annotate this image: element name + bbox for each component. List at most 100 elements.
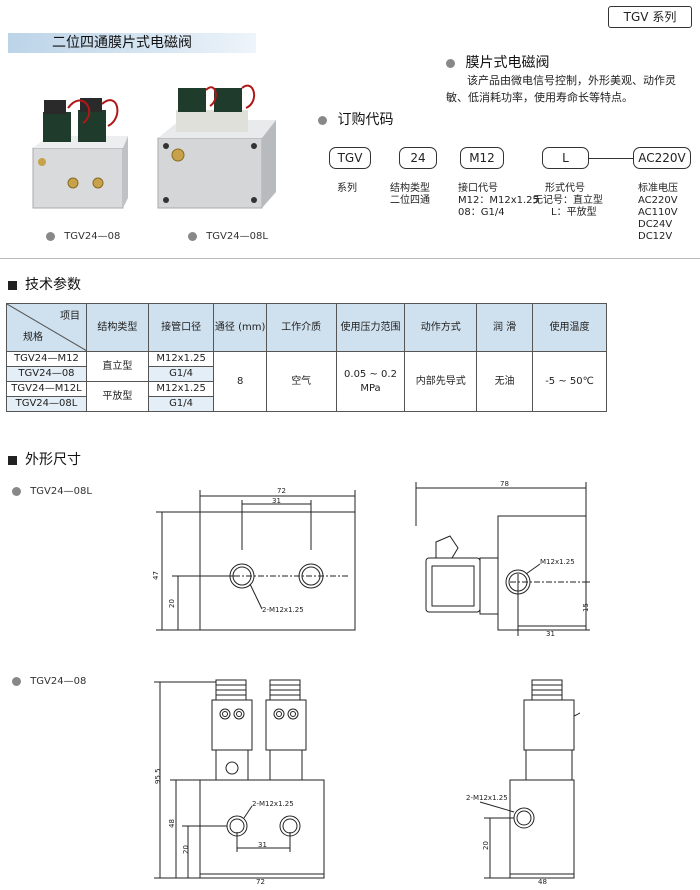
desc-line: 标准电压 xyxy=(638,183,678,194)
bullet-dot-icon xyxy=(318,115,327,125)
diagonal-line xyxy=(7,304,87,351)
dim-width: 48 xyxy=(538,878,547,886)
dim-label-08l: TGV24—08L xyxy=(12,486,92,497)
dim-port-label: M12x1.25 xyxy=(540,558,575,566)
table-row: TGV24—08L G1/4 xyxy=(6,396,607,412)
dim-width: 72 xyxy=(256,878,265,886)
corner-cell: 项目 规格 xyxy=(6,303,87,352)
desc-line: DC24V xyxy=(638,219,673,230)
tech-heading-text: 技术参数 xyxy=(25,277,81,293)
code-desc-voltage: 标准电压 AC220V AC110V DC24V DC12V xyxy=(638,183,678,243)
dim-port-label: 2-M12x1.25 xyxy=(262,606,304,614)
dim-port-height: 15 xyxy=(582,603,590,612)
dim-port-label: 2-M12x1.25 xyxy=(466,794,508,802)
dim-width: 72 xyxy=(277,487,286,495)
pressure-cell: 0.05 ~ 0.2 MPa xyxy=(335,351,406,412)
desc-line: M12：M12x1.25 xyxy=(458,195,539,206)
dim-hole-spacing: 31 xyxy=(258,841,267,849)
model-cell: TGV24—M12L xyxy=(6,381,87,397)
dim-hole-spacing: 31 xyxy=(272,497,281,505)
connector-line xyxy=(588,158,633,159)
code-desc-form: 形式代号 无记号：直立型 L：平放型 xyxy=(533,183,603,219)
code-desc-port: 接口代号 M12：M12x1.25 08：G1/4 xyxy=(458,183,539,219)
intro-heading-text: 膜片式电磁阀 xyxy=(465,55,550,71)
bullet-dot-icon xyxy=(12,486,21,496)
bullet-dot-icon xyxy=(46,231,55,241)
square-bullet-icon xyxy=(8,280,17,290)
photo-caption-1: TGV24—08 xyxy=(46,231,120,242)
port-cell: M12x1.25 xyxy=(147,351,215,367)
port-cell: M12x1.25 xyxy=(147,381,215,397)
bullet-dot-icon xyxy=(188,231,197,241)
intro-line-2: 敏、低消耗功率，使用寿命长等特点。 xyxy=(446,91,633,104)
lubrication-cell: 无油 xyxy=(476,351,534,412)
col-header: 工作介质 xyxy=(265,303,337,352)
code-box-voltage: AC220V xyxy=(633,147,691,169)
photo-caption-text: TGV24—08L xyxy=(206,231,268,242)
bore-cell: 8 xyxy=(213,351,267,412)
spec-table: 项目 规格 结构类型 接管口径 通径 (mm) 工作介质 使用压力范围 动作方式… xyxy=(6,303,607,412)
dim-label-08: TGV24—08 xyxy=(12,676,86,687)
desc-line: 二位四通 xyxy=(390,195,430,206)
table-row: TGV24—M12L 平放型 M12x1.25 xyxy=(6,381,607,412)
photo-caption-2: TGV24—08L xyxy=(188,231,268,242)
type-cell: 平放型 xyxy=(85,381,149,412)
code-box-form: L xyxy=(542,147,589,169)
intro-heading: 膜片式电磁阀 xyxy=(446,52,549,72)
table-header-row: 项目 规格 结构类型 接管口径 通径 (mm) 工作介质 使用压力范围 动作方式… xyxy=(6,303,607,352)
desc-line: DC12V xyxy=(638,231,673,242)
medium-cell: 空气 xyxy=(265,351,337,412)
col-header: 通径 (mm) xyxy=(213,303,267,352)
drawing-08l-side: 78 M12x1.25 15 31 xyxy=(415,480,590,638)
col-header: 润 滑 xyxy=(476,303,534,352)
desc-line: 形式代号 xyxy=(545,183,585,194)
tech-heading: 技术参数 xyxy=(8,274,81,294)
temperature-cell: -5 ~ 50℃ xyxy=(532,351,607,412)
page-title: 二位四通膜片式电磁阀 xyxy=(52,35,192,51)
port-cell: G1/4 xyxy=(147,396,215,412)
port-cell: G1/4 xyxy=(147,366,215,382)
code-desc-structure: 结构类型 二位四通 xyxy=(390,183,430,207)
pressure-line: 0.05 ~ 0.2 xyxy=(344,368,397,380)
bullet-dot-icon xyxy=(12,676,21,686)
dim-port-height: 20 xyxy=(168,599,176,608)
order-code-heading-text: 订购代码 xyxy=(337,112,394,128)
dim-body-height: 48 xyxy=(168,819,176,828)
dim-total-height: 95.5 xyxy=(154,768,162,784)
product-photo-tgv24-08 xyxy=(32,98,128,209)
dims-heading-text: 外形尺寸 xyxy=(25,452,81,468)
order-code-heading: 订购代码 xyxy=(318,109,393,129)
code-box-structure: 24 xyxy=(399,147,437,169)
code-desc-series: 系列 xyxy=(337,183,357,195)
dim-label-text: TGV24—08 xyxy=(30,676,87,687)
series-tag: TGV 系列 xyxy=(608,6,692,28)
col-header: 动作方式 xyxy=(404,303,478,352)
desc-line: L：平放型 xyxy=(551,207,597,218)
model-cell: TGV24—08L xyxy=(6,396,87,412)
desc-line: 系列 xyxy=(337,183,357,194)
square-bullet-icon xyxy=(8,455,17,465)
code-box-series: TGV xyxy=(329,147,371,169)
dim-width: 78 xyxy=(500,480,509,488)
desc-line: 接口代号 xyxy=(458,183,498,194)
drawing-08l-front: 72 31 47 20 2-M12x1.25 xyxy=(152,487,356,631)
desc-line: AC110V xyxy=(638,207,678,218)
desc-line: 无记号：直立型 xyxy=(533,195,603,206)
dim-port-offset: 31 xyxy=(546,630,555,638)
pressure-unit: MPa xyxy=(360,382,381,394)
col-header: 使用温度 xyxy=(532,303,607,352)
col-header: 结构类型 xyxy=(85,303,149,352)
dims-heading: 外形尺寸 xyxy=(8,449,81,469)
title-band xyxy=(8,33,256,53)
corner-top-label: 项目 xyxy=(59,311,80,322)
bullet-dot-icon xyxy=(446,58,455,68)
section-divider xyxy=(0,258,700,259)
intro-line-1: 该产品由微电信号控制，外形美观、动作灵 xyxy=(467,74,676,87)
dim-height: 47 xyxy=(152,571,160,580)
desc-line: 08：G1/4 xyxy=(458,207,505,218)
drawing-08-front: 95.5 48 20 2-M12x1.25 31 72 xyxy=(154,679,325,886)
action-cell: 内部先导式 xyxy=(404,351,478,412)
model-cell: TGV24—08 xyxy=(6,366,87,382)
dim-port-height: 20 xyxy=(182,845,190,854)
table-row: TGV24—M12 直立型 M12x1.25 8 空气 0.05 ~ 0.2 M… xyxy=(6,351,607,412)
